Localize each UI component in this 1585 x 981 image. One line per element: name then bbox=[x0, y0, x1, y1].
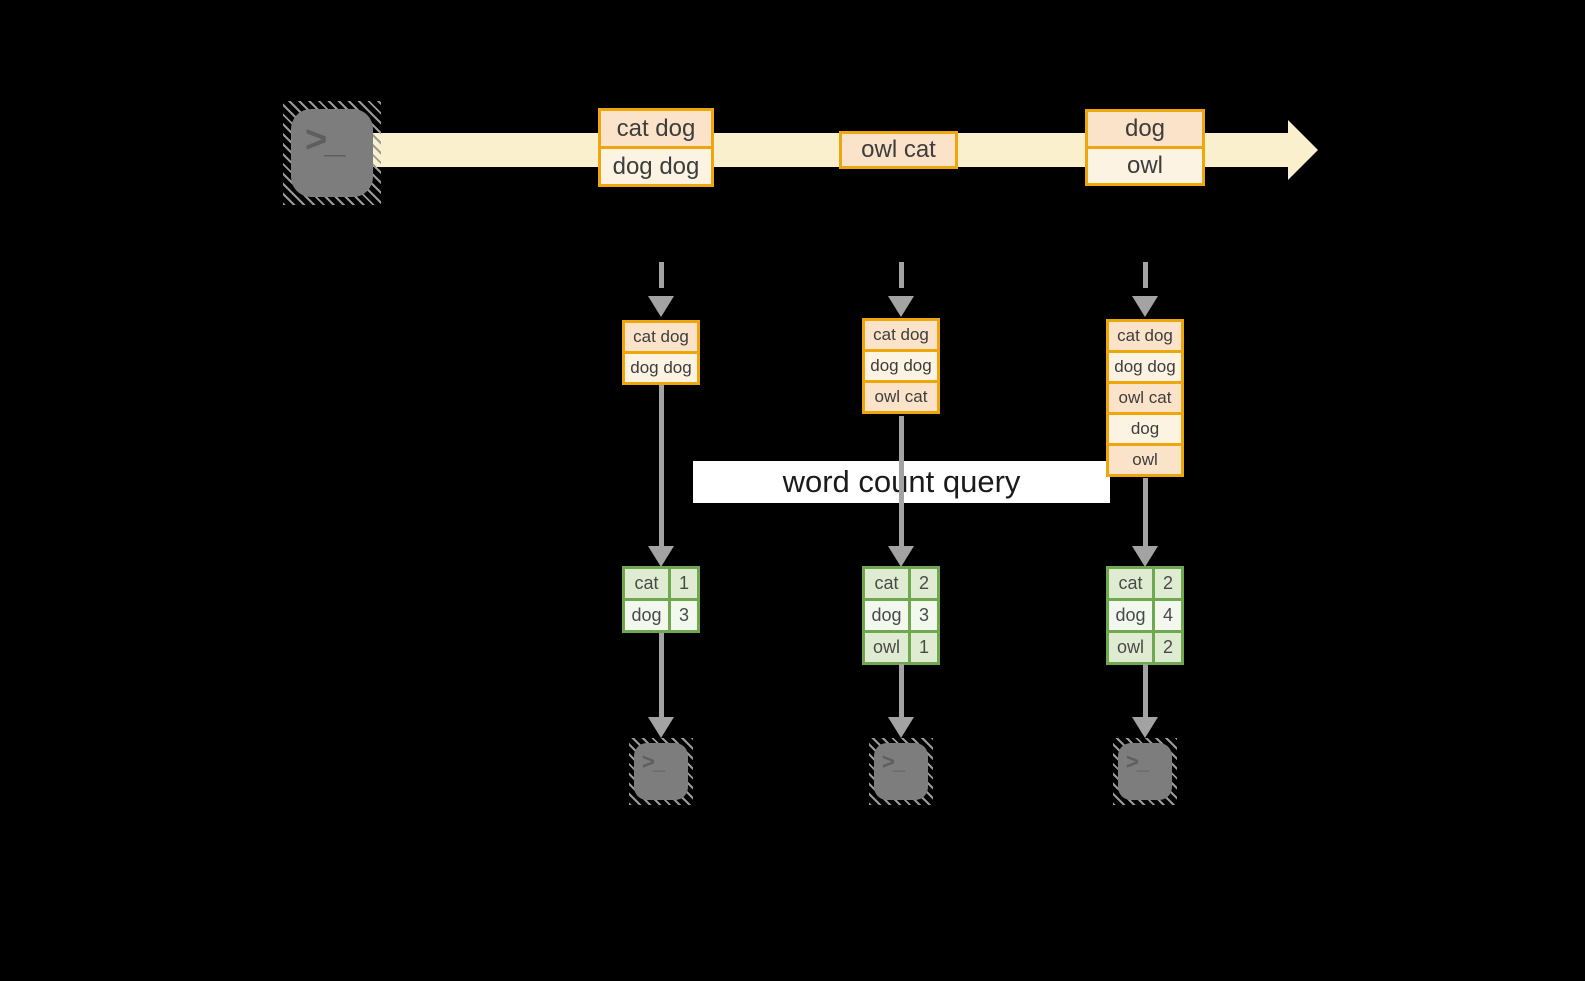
count-row: dog 3 bbox=[625, 601, 697, 630]
terminal-prompt-glyph: >_ bbox=[642, 749, 665, 774]
connector-line bbox=[1143, 664, 1148, 717]
event-cell: cat dog bbox=[601, 111, 711, 146]
state-box-1: cat dog dog dog bbox=[622, 320, 700, 385]
state-cell: dog dog bbox=[865, 352, 937, 380]
count-word: owl bbox=[865, 633, 908, 662]
count-table-1: cat 1 dog 3 bbox=[622, 566, 700, 633]
count-word: dog bbox=[865, 601, 908, 630]
arrowhead-down-icon bbox=[648, 296, 674, 317]
event-cell: dog dog bbox=[601, 149, 711, 184]
count-value: 1 bbox=[671, 569, 697, 598]
dashed-arrow-segment bbox=[899, 262, 904, 288]
count-row: owl 1 bbox=[865, 633, 937, 662]
event-cell: dog bbox=[1088, 112, 1202, 146]
arrowhead-down-icon bbox=[648, 717, 674, 738]
terminal-body: >_ bbox=[874, 743, 928, 800]
count-word: cat bbox=[625, 569, 668, 598]
arrowhead-down-icon bbox=[1132, 717, 1158, 738]
terminal-body: >_ bbox=[1118, 743, 1172, 800]
terminal-body: >_ bbox=[291, 109, 373, 197]
terminal-prompt-glyph: >_ bbox=[305, 119, 345, 161]
state-box-2: cat dog dog dog owl cat bbox=[862, 318, 940, 414]
state-cell: cat dog bbox=[865, 321, 937, 349]
count-value: 1 bbox=[911, 633, 937, 662]
dashed-arrow-segment bbox=[1143, 262, 1148, 288]
terminal-prompt-glyph: >_ bbox=[882, 749, 905, 774]
count-row: cat 2 bbox=[865, 569, 937, 598]
count-value: 4 bbox=[1155, 601, 1181, 630]
terminal-source-icon: >_ bbox=[283, 101, 381, 205]
event-cell: owl cat bbox=[842, 134, 955, 166]
count-word: cat bbox=[1109, 569, 1152, 598]
terminal-body: >_ bbox=[634, 743, 688, 800]
state-cell: dog dog bbox=[1109, 353, 1181, 381]
count-row: dog 3 bbox=[865, 601, 937, 630]
state-cell: dog dog bbox=[625, 354, 697, 382]
count-value: 2 bbox=[1155, 633, 1181, 662]
count-value: 2 bbox=[911, 569, 937, 598]
count-table-3: cat 2 dog 4 owl 2 bbox=[1106, 566, 1184, 665]
count-word: cat bbox=[865, 569, 908, 598]
arrowhead-down-icon bbox=[888, 546, 914, 567]
state-cell: cat dog bbox=[625, 323, 697, 351]
connector-line bbox=[899, 416, 904, 548]
state-cell: owl bbox=[1109, 446, 1181, 474]
state-cell: owl cat bbox=[1109, 384, 1181, 412]
stream-event-box-3: dog owl bbox=[1085, 109, 1205, 186]
count-value: 2 bbox=[1155, 569, 1181, 598]
count-word: dog bbox=[625, 601, 668, 630]
connector-line bbox=[899, 664, 904, 717]
terminal-prompt-glyph: >_ bbox=[1126, 749, 1149, 774]
stream-event-box-1: cat dog dog dog bbox=[598, 108, 714, 187]
arrowhead-down-icon bbox=[888, 717, 914, 738]
stream-arrowhead-icon bbox=[1288, 120, 1318, 180]
count-row: owl 2 bbox=[1109, 633, 1181, 662]
arrowhead-down-icon bbox=[1132, 296, 1158, 317]
connector-line bbox=[659, 385, 664, 548]
arrowhead-down-icon bbox=[1132, 546, 1158, 567]
state-cell: cat dog bbox=[1109, 322, 1181, 350]
count-word: dog bbox=[1109, 601, 1152, 630]
count-table-2: cat 2 dog 3 owl 1 bbox=[862, 566, 940, 665]
terminal-sink-icon: >_ bbox=[869, 738, 933, 805]
terminal-sink-icon: >_ bbox=[1113, 738, 1177, 805]
terminal-sink-icon: >_ bbox=[629, 738, 693, 805]
count-word: owl bbox=[1109, 633, 1152, 662]
arrowhead-down-icon bbox=[648, 546, 674, 567]
connector-line bbox=[659, 633, 664, 717]
count-row: cat 2 bbox=[1109, 569, 1181, 598]
state-box-3: cat dog dog dog owl cat dog owl bbox=[1106, 319, 1184, 477]
event-cell: owl bbox=[1088, 149, 1202, 183]
arrowhead-down-icon bbox=[888, 296, 914, 317]
count-value: 3 bbox=[671, 601, 697, 630]
count-value: 3 bbox=[911, 601, 937, 630]
state-cell: owl cat bbox=[865, 383, 937, 411]
count-row: cat 1 bbox=[625, 569, 697, 598]
stream-event-box-2: owl cat bbox=[839, 131, 958, 169]
state-cell: dog bbox=[1109, 415, 1181, 443]
dashed-arrow-segment bbox=[659, 262, 664, 288]
count-row: dog 4 bbox=[1109, 601, 1181, 630]
connector-line bbox=[1143, 478, 1148, 548]
